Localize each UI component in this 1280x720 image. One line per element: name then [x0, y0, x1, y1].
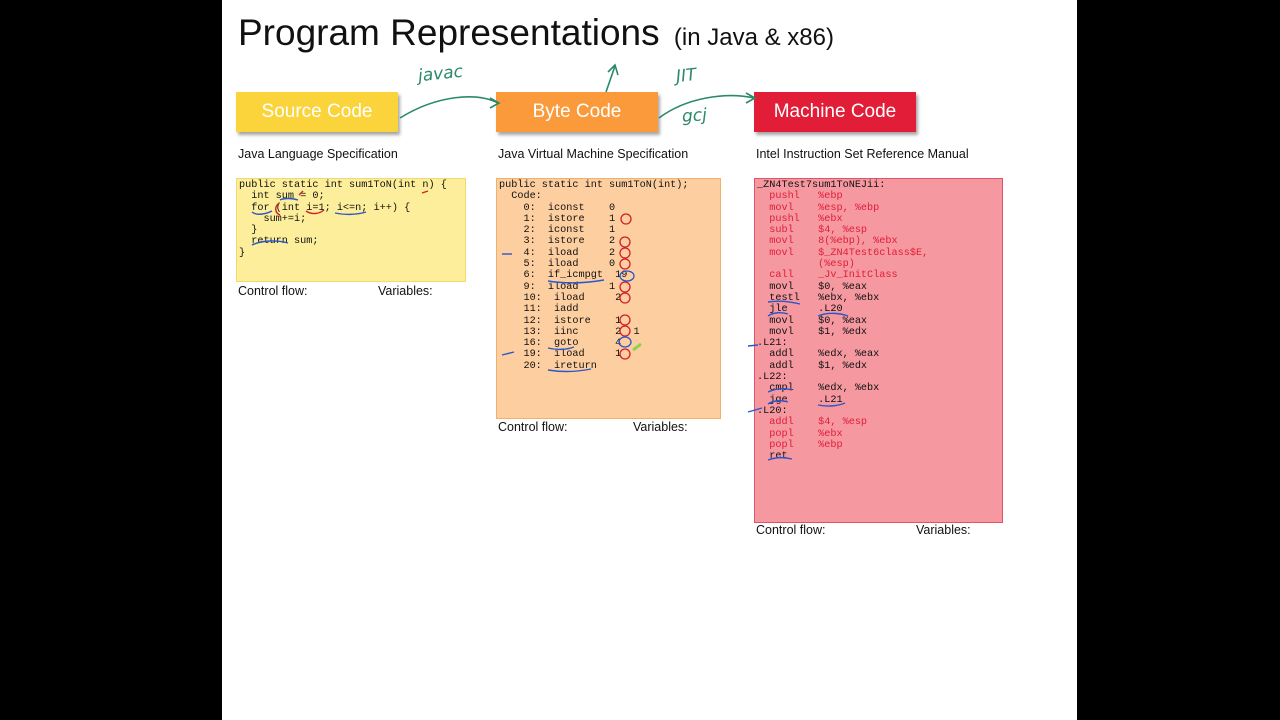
jump-target-circle [619, 270, 635, 282]
machine-code-line: pushl %ebx [757, 213, 843, 225]
label-tick [747, 407, 763, 413]
operand-circle [619, 325, 631, 337]
label-underline [817, 312, 849, 317]
machine-code-line: movl $0, %eax [757, 281, 868, 293]
machine-code-line: addl $1, %edx [757, 360, 868, 372]
machine-code-line: jle .L20 [757, 304, 843, 316]
machine-code-line: addl %edx, %eax [757, 349, 880, 361]
n-tick [421, 190, 429, 194]
machine-code-line: .L22: [757, 372, 788, 384]
machine-code-panel: _ZN4Test7sum1ToNEJii: pushl %ebp movl %e… [754, 178, 1003, 523]
machine-code-line: movl $1, %edx [757, 326, 868, 338]
machine-control-flow-label: Control flow: [756, 523, 826, 537]
machine-code-line: movl $0, %eax [757, 315, 868, 327]
pencil-mark [632, 342, 642, 352]
slide-canvas: Program Representations (in Java & x86) … [222, 0, 1077, 720]
machine-code-line: .L21: [757, 338, 788, 350]
machine-code-line: .L20: [757, 405, 788, 417]
machine-code-line: addl $4, %esp [757, 417, 868, 429]
label-underline [817, 402, 846, 407]
machine-code-line: movl 8(%ebp), %ebx [757, 236, 898, 248]
machine-variables-label: Variables: [916, 523, 971, 537]
bytecode-panel: public static int sum1ToN(int); Code: 0:… [496, 178, 721, 419]
machine-code-line: testl %ebx, %ebx [757, 292, 880, 304]
source-control-flow-label: Control flow: [238, 284, 308, 298]
machine-code-line: movl %esp, %ebp [757, 202, 880, 214]
cmpl-underline [767, 387, 793, 393]
machine-code-line: movl $_ZN4Test6class$E, [757, 247, 929, 259]
intel-manual-label: Intel Instruction Set Reference Manual [756, 147, 969, 161]
branch-underline [547, 279, 605, 284]
up-arrow [605, 65, 616, 93]
source-variables-label: Variables: [378, 284, 433, 298]
operand-circle [619, 281, 631, 293]
cond-underline [334, 211, 367, 216]
operand-circle [619, 314, 631, 326]
machine-code-line: subl $4, %esp [757, 225, 868, 237]
jle-underline [767, 311, 789, 317]
for-underline [251, 210, 273, 215]
operand-circle [619, 348, 631, 360]
testl-underline [767, 300, 801, 305]
init-underline [305, 209, 325, 215]
ret-underline [767, 456, 793, 461]
sum-underline [279, 197, 299, 201]
operand-circle [619, 247, 631, 259]
java-language-spec-label: Java Language Specification [238, 147, 398, 161]
up-arrowhead [607, 63, 619, 76]
byte-control-flow-label: Control flow: [498, 420, 568, 434]
machine-code-line: (%esp) [757, 259, 855, 271]
machine-code-line: ret [757, 451, 788, 463]
machine-code-line: popl %ebp [757, 439, 843, 451]
machine-code-line: call _Jv_InitClass [757, 270, 898, 282]
goto-underline [547, 346, 575, 351]
byte-variables-label: Variables: [633, 420, 688, 434]
ireturn-underline [547, 368, 592, 373]
jump-target-circle [618, 336, 632, 348]
javac-arrowhead [489, 97, 501, 109]
machine-code-line: pushl %ebp [757, 191, 843, 203]
machine-code-line: popl %ebx [757, 428, 843, 440]
machine-code-box: Machine Code [754, 92, 916, 132]
source-code-panel: public static int sum1ToN(int n) { int s… [236, 178, 466, 282]
title-text: Program Representations [238, 12, 660, 53]
paren-mark [275, 202, 281, 216]
ink-annotations [251, 63, 849, 461]
sum-tick [298, 190, 304, 196]
operand-circle [619, 236, 631, 248]
jge-underline [767, 399, 789, 405]
title-subtitle: (in Java & x86) [673, 24, 834, 51]
operand-circle [620, 213, 632, 225]
jvm-spec-label: Java Virtual Machine Specification [498, 147, 689, 161]
byte-code-box: Byte Code [496, 92, 658, 132]
operand-circle [619, 258, 631, 270]
machine-code-line: _ZN4Test7sum1ToNEJii: [757, 180, 886, 191]
jit-arrowhead [745, 92, 757, 104]
label-tick [747, 344, 759, 347]
return-underline [251, 240, 289, 246]
jit-arrow [658, 94, 755, 119]
operand-circle [619, 292, 631, 304]
page-title: Program Representations (in Java & x86) [238, 12, 834, 54]
source-code-box: Source Code [236, 92, 398, 132]
target-tick [501, 351, 515, 356]
javac-arrow [399, 96, 499, 119]
